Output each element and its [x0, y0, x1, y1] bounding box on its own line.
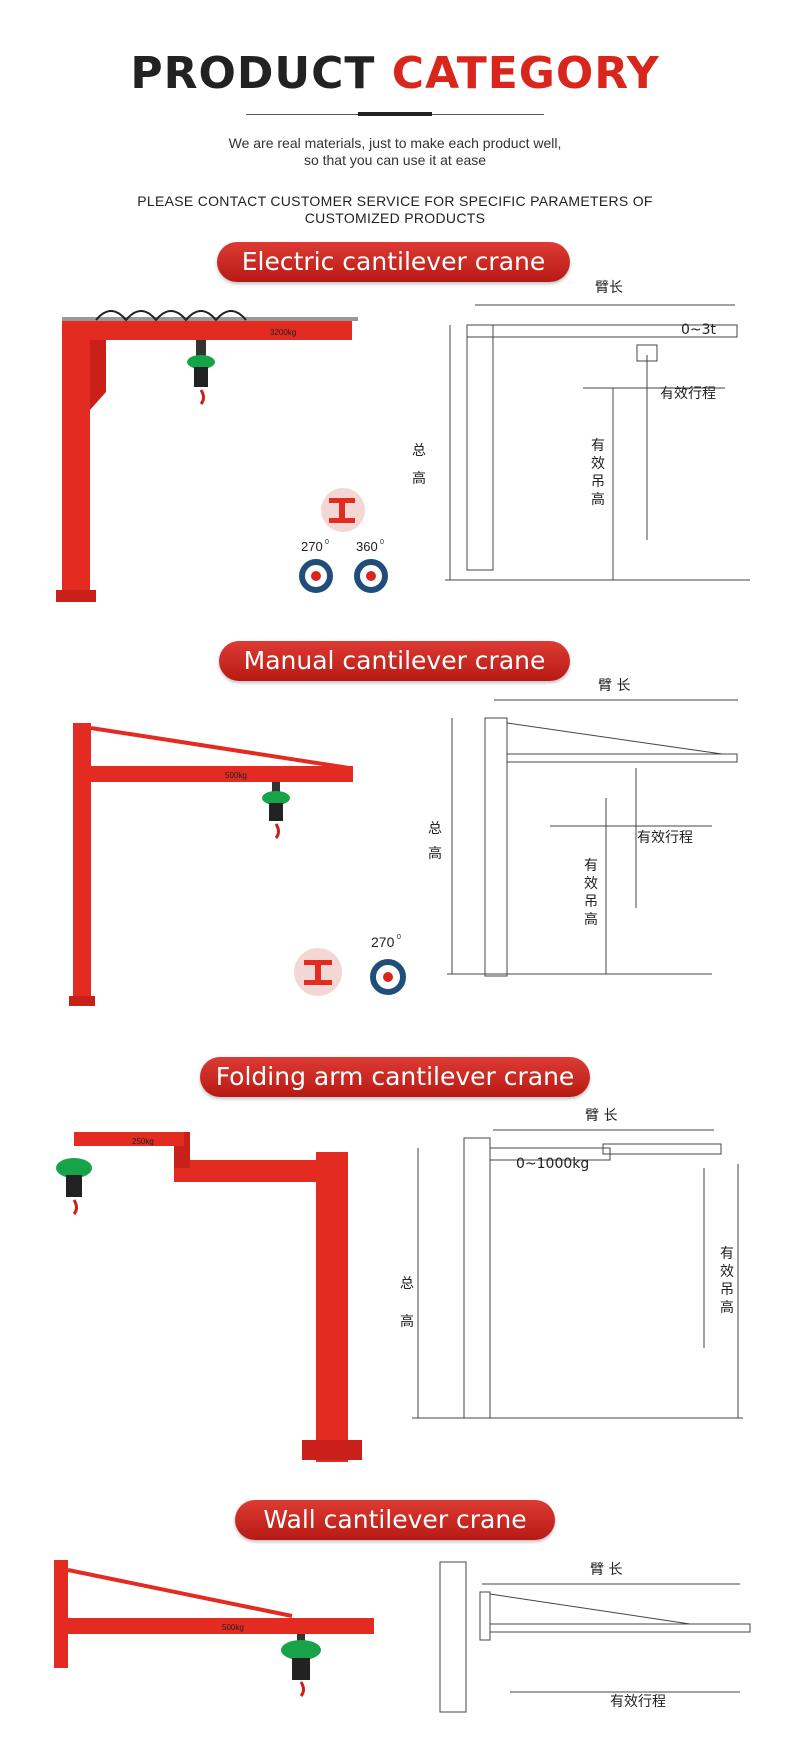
manual-crane-diagram: 臂 长 有效行程 有 效 吊 高 总 高: [428, 678, 738, 977]
crane-arm: [62, 320, 352, 340]
diagram-arm: [489, 1623, 751, 1633]
notice-line-1: PLEASE CONTACT CUSTOMER SERVICE FOR SPEC…: [137, 193, 653, 209]
title-divider: [246, 112, 544, 116]
crane-main-arm: [174, 1160, 324, 1182]
title-part-1: PRODUCT: [130, 48, 376, 99]
diagram-arm: [506, 753, 738, 763]
load-label: 0~3t: [681, 322, 717, 338]
diagram-wall: [439, 1561, 467, 1713]
hoist: [56, 1158, 92, 1215]
arm-capacity: 500kg: [225, 771, 247, 780]
diagram-arm: [466, 324, 738, 338]
diagram-column: [466, 324, 494, 571]
hoist: [262, 782, 290, 839]
diagram-folding-arm: [602, 1143, 722, 1155]
travel-label: 有效行程: [610, 1694, 666, 1710]
crane-rail: [62, 317, 358, 321]
section-title-electric: Electric cantilever crane: [217, 242, 570, 282]
hoist: [187, 340, 215, 405]
section-title-wall: Wall cantilever crane: [235, 1500, 555, 1540]
rotation-label-360: 360: [356, 539, 378, 554]
arm-length-label: 臂 长: [598, 678, 630, 694]
svg-text:吊: 吊: [591, 474, 605, 490]
travel-label: 有效行程: [660, 386, 716, 402]
title-divider-accent: [358, 112, 432, 116]
manual-crane-accessories: 270 0: [294, 934, 406, 996]
svg-text:0: 0: [325, 539, 329, 546]
subtitle-line-1: We are real materials, just to make each…: [228, 135, 562, 151]
svg-text:有: 有: [591, 438, 605, 454]
wall-bracket: [54, 1560, 68, 1668]
arm-capacity: 3200kg: [270, 328, 296, 337]
rotate-270-icon: [370, 959, 406, 995]
svg-text:0: 0: [380, 539, 384, 546]
svg-text:效: 效: [584, 876, 598, 892]
crane-column: [316, 1152, 348, 1462]
rotation-label-270: 270: [371, 934, 395, 950]
electric-crane-diagram: 臂长 0~3t 有效行程 有 效 吊 高 总 高: [412, 280, 750, 581]
arm-length-label: 臂 长: [590, 1562, 622, 1578]
i-beam-icon: [294, 948, 342, 996]
svg-text:0: 0: [397, 934, 401, 941]
subtitle-line-2: so that you can use it at ease: [303, 152, 487, 168]
diagram-column: [463, 1137, 491, 1419]
svg-text:高: 高: [591, 491, 605, 508]
diagram-column: [484, 717, 508, 977]
folding-crane-diagram: 臂 长 0~1000kg 有 效 吊 高 总 高: [400, 1108, 743, 1419]
wall-crane-illustration: 500kg: [54, 1560, 374, 1697]
crane-column: [62, 322, 90, 600]
page-title: PRODUCT CATEGORY: [0, 48, 790, 99]
electric-crane-accessories: 270 0 360 0: [299, 488, 388, 593]
rotate-270-icon: [299, 559, 333, 593]
festoon-cable: [95, 310, 247, 322]
crane-arm: [68, 1618, 374, 1634]
hoist: [281, 1634, 321, 1697]
electric-crane-illustration: 3200kg: [56, 310, 358, 602]
tie-rod: [90, 726, 350, 770]
crane-base: [56, 590, 96, 602]
load-label: 0~1000kg: [516, 1156, 589, 1172]
svg-text:有: 有: [720, 1246, 734, 1262]
svg-text:高: 高: [400, 1313, 414, 1330]
crane-folding-arm: [74, 1132, 184, 1146]
arm-capacity: 250kg: [132, 1137, 154, 1146]
svg-text:高: 高: [412, 470, 426, 487]
crane-arm: [91, 766, 353, 782]
title-part-2: CATEGORY: [391, 48, 660, 99]
folding-crane-illustration: 250kg: [56, 1132, 362, 1462]
svg-text:吊: 吊: [584, 894, 598, 910]
rotation-label-270: 270: [301, 539, 323, 554]
crane-gusset: [90, 330, 106, 410]
travel-label: 有效行程: [637, 830, 693, 846]
section-title-folding: Folding arm cantilever crane: [200, 1057, 590, 1097]
svg-text:总: 总: [428, 821, 442, 837]
svg-text:高: 高: [584, 911, 598, 928]
notice-line-2: CUSTOMIZED PRODUCTS: [304, 210, 486, 226]
arm-capacity: 500kg: [222, 1623, 244, 1632]
manual-crane-illustration: 500kg: [69, 723, 353, 1006]
svg-text:总: 总: [412, 443, 426, 459]
arm-length-label: 臂 长: [585, 1108, 617, 1124]
svg-text:效: 效: [720, 1264, 734, 1280]
svg-text:有: 有: [584, 858, 598, 874]
svg-text:高: 高: [720, 1299, 734, 1316]
rotate-360-icon: [354, 559, 388, 593]
crane-column: [73, 723, 91, 1001]
tie-rod: [67, 1568, 293, 1618]
i-beam-icon: [321, 488, 365, 532]
section-title-manual: Manual cantilever crane: [219, 641, 570, 681]
svg-text:吊: 吊: [720, 1282, 734, 1298]
arm-length-label: 臂长: [595, 280, 623, 296]
wall-crane-diagram: 臂 长 有效行程: [439, 1561, 751, 1713]
svg-text:效: 效: [591, 456, 605, 472]
svg-text:总: 总: [400, 1276, 414, 1292]
svg-text:高: 高: [428, 845, 442, 862]
